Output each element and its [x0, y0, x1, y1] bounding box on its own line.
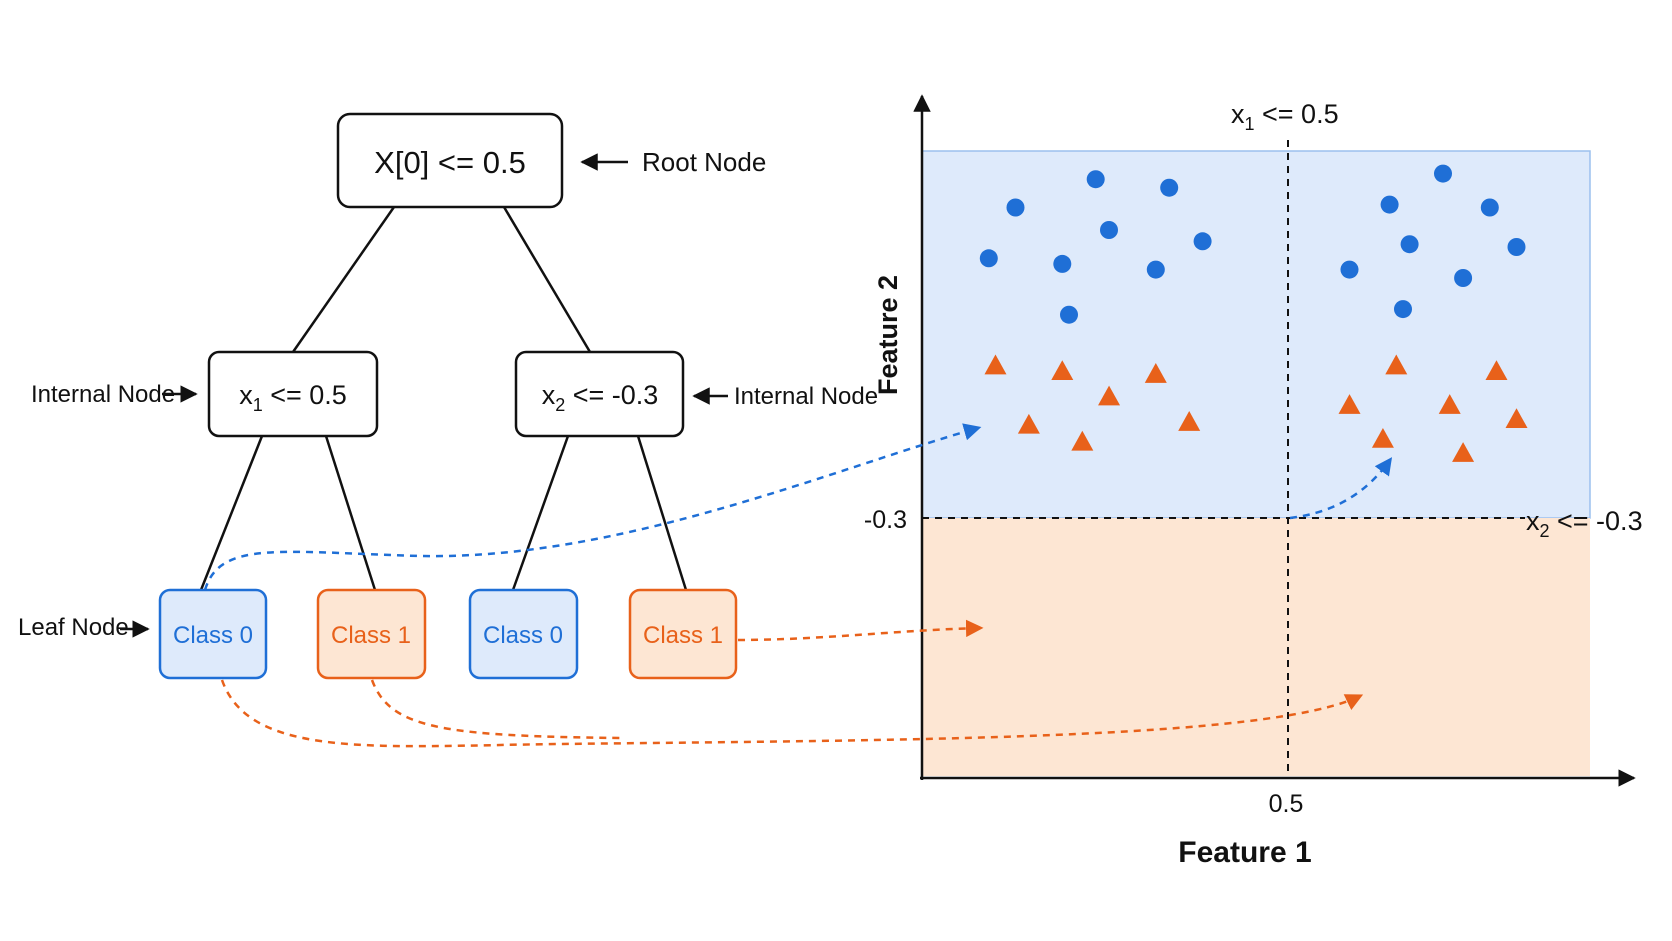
class-0-point	[1193, 232, 1212, 251]
svg-text:Internal Node: Internal Node	[31, 381, 175, 408]
tree-edges	[199, 206, 688, 591]
region-class-0	[921, 150, 1591, 519]
leaf-node-annotation: Leaf Node	[18, 614, 150, 641]
internal-node-left-annotation: Internal Node	[31, 381, 198, 408]
class-0-point	[1394, 300, 1412, 319]
leaf-node-2: Class 1	[316, 588, 427, 680]
internal-node-right: x2 <= -0.3	[514, 350, 685, 438]
data-points	[979, 164, 1528, 462]
root-node-condition: X[0] <= 0.5	[374, 145, 526, 180]
leaf-node-3: Class 0	[468, 588, 579, 680]
leaf-node-1: Class 0	[158, 588, 268, 680]
x-axis-label: Feature 1	[1178, 836, 1311, 869]
leaf-node-2-label: Class 1	[331, 622, 411, 649]
class-1-point	[1452, 442, 1475, 462]
class-1-point	[1485, 360, 1508, 380]
mapping-arrow-leaf4-to-region	[737, 619, 984, 642]
leaf-node-4-label: Class 1	[643, 622, 723, 649]
class-0-point	[1380, 195, 1399, 214]
class-1-point	[1144, 363, 1167, 383]
class-0-point	[1480, 198, 1499, 217]
leaf-node-3-label: Class 0	[483, 622, 563, 649]
mapping-arrows	[203, 423, 1393, 748]
class-1-point	[1051, 360, 1074, 380]
partition-plot: Feature 1 Feature 2 0.5 -0.3 x1 <= 0.5 x…	[864, 94, 1643, 869]
class-1-point	[1371, 427, 1394, 448]
edge-root-left	[291, 206, 396, 353]
class-1-point	[1438, 394, 1461, 414]
mapping-arrow-leaf2-to-lower-region	[370, 679, 621, 740]
internal-node-left: x1 <= 0.5	[207, 350, 379, 438]
leaf-node-1-label: Class 0	[173, 622, 253, 649]
class-0-point	[1146, 260, 1165, 279]
class-1-point	[1505, 408, 1528, 428]
class-0-point	[1434, 164, 1452, 183]
edge-right-leaf3	[511, 435, 570, 591]
class-1-point	[1385, 354, 1408, 375]
svg-text:Leaf Node: Leaf Node	[18, 614, 129, 641]
x-tick-label: 0.5	[1269, 790, 1304, 818]
y-tick-label: -0.3	[864, 506, 907, 534]
edge-left-leaf1	[199, 435, 264, 591]
class-0-point	[1053, 254, 1072, 273]
class-0-point	[1160, 178, 1179, 197]
class-1-point	[1338, 394, 1361, 414]
class-0-point	[1340, 260, 1359, 279]
svg-text:Root Node: Root Node	[642, 147, 766, 177]
class-0-point	[1006, 198, 1025, 217]
class-0-point	[1100, 221, 1118, 239]
class-0-point	[1400, 235, 1419, 254]
internal-node-left-condition: x1 <= 0.5	[239, 380, 347, 415]
class-0-point	[1060, 305, 1078, 324]
vertical-split-label: x1 <= 0.5	[1231, 99, 1339, 134]
y-axis-label: Feature 2	[873, 275, 903, 395]
root-node: X[0] <= 0.5	[336, 112, 564, 209]
mapping-arrow-split-to-region	[1289, 457, 1393, 520]
leaf-node-4: Class 1	[628, 588, 738, 680]
class-0-point	[1507, 238, 1526, 256]
internal-node-right-annotation: Internal Node	[692, 383, 878, 410]
mapping-arrow-leaf1-to-region	[203, 423, 982, 591]
class-0-point	[979, 249, 998, 268]
class-1-point	[984, 354, 1007, 375]
class-1-point	[1071, 430, 1094, 451]
edge-root-right	[502, 206, 592, 353]
horizontal-split-label: x2 <= -0.3	[1526, 506, 1643, 541]
svg-text:Internal Node: Internal Node	[734, 383, 878, 410]
root-node-annotation: Root Node	[580, 147, 766, 177]
region-class-1	[922, 518, 1590, 776]
edge-left-leaf2	[324, 435, 377, 591]
edge-right-leaf4	[636, 435, 688, 591]
class-1-point	[1098, 385, 1121, 406]
class-1-point	[1017, 413, 1040, 434]
class-0-point	[1454, 269, 1473, 287]
internal-node-right-condition: x2 <= -0.3	[542, 380, 659, 415]
mapping-arrow-leaf1-to-lower-region	[220, 679, 1364, 748]
class-1-point	[1178, 411, 1201, 431]
class-0-point	[1086, 170, 1105, 189]
